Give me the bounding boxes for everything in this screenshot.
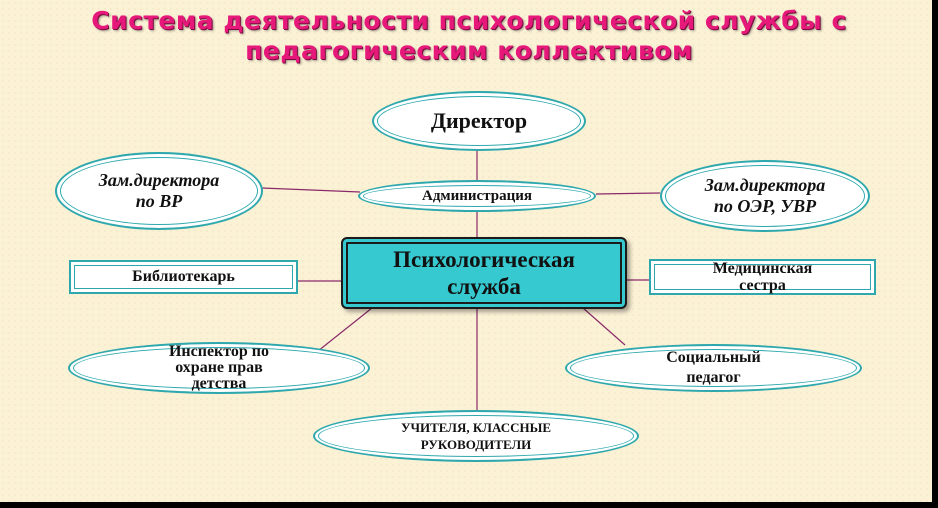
connector-center-inspector [317, 307, 373, 352]
psych-service-line-1: Психологическая [393, 247, 575, 272]
connector-vr-admin [261, 187, 361, 193]
teachers-line-2: РУКОВОДИТЕЛИ [420, 437, 532, 452]
teachers-line-1: УЧИТЕЛЯ, КЛАССНЫЕ [400, 420, 552, 435]
librarian-node: Библиотекарь [69, 260, 298, 294]
nurse-line-2: сестра [739, 277, 786, 294]
connector-admin-oer [595, 192, 661, 195]
deputy-oer-line-1: Зам.директора [704, 175, 826, 195]
teachers-node: УЧИТЕЛЯ, КЛАССНЫЕ РУКОВОДИТЕЛИ [313, 410, 639, 462]
nurse-node: Медицинская сестра [649, 259, 876, 295]
director-label: Директор [430, 108, 528, 133]
deputy-oer-line-2: по ОЭР, УВР [713, 196, 817, 216]
librarian-label: Библиотекарь [132, 268, 235, 285]
psych-service-line-2: служба [447, 274, 521, 299]
inspector-line-3: детства [191, 375, 247, 392]
social-teacher-line-1: Социальный [666, 349, 761, 366]
inspector-line-2: охране прав [175, 359, 263, 376]
deputy-vr-node: Зам.директора по ВР [55, 152, 263, 230]
inspector-node: Инспектор по охране прав детства [68, 342, 370, 394]
social-teacher-line-2: педагог [686, 369, 741, 386]
director-node: Директор [372, 91, 586, 151]
title-line-2: педагогическим коллективом [245, 36, 693, 65]
deputy-oer-node: Зам.директора по ОЭР, УВР [660, 160, 870, 232]
deputy-vr-line-1: Зам.директора [98, 170, 220, 190]
inspector-line-1: Инспектор по [168, 343, 270, 360]
title-line-1: Система деятельности психологической слу… [91, 6, 847, 35]
nurse-line-1: Медицинская [712, 260, 813, 277]
diagram-title: Система деятельности психологической слу… [0, 6, 938, 66]
deputy-vr-line-2: по ВР [135, 191, 183, 211]
administration-label: Администрация [421, 187, 533, 204]
psych-service-node: Психологическая служба [341, 237, 627, 309]
social-teacher-node: Социальный педагог [565, 344, 862, 392]
administration-node: Администрация [358, 180, 596, 212]
connector-center-social [582, 307, 626, 346]
